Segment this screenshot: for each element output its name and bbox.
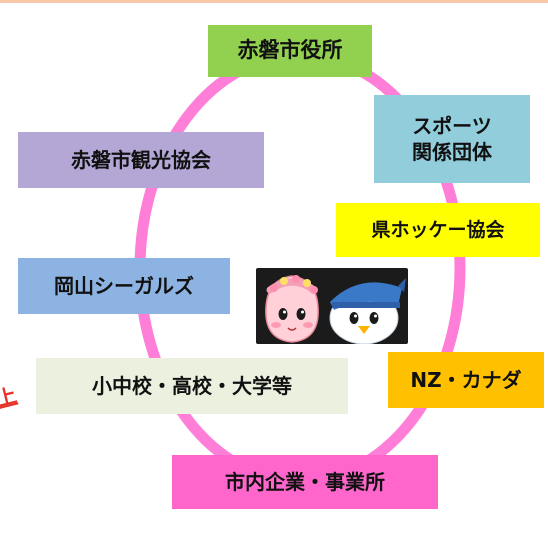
node-city-hall: 赤磐市役所: [208, 25, 372, 77]
node-sports-label-line1: スポーツ: [412, 114, 492, 138]
node-hockey-association: 県ホッケー協会: [336, 203, 540, 257]
node-schools: 小中校・高校・大学等: [36, 358, 348, 414]
node-schools-label: 小中校・高校・大学等: [92, 374, 292, 398]
node-sports-groups: スポーツ 関係団体: [374, 95, 530, 183]
node-hockey-label: 県ホッケー協会: [371, 218, 505, 241]
node-nz-canada-label: NZ・カナダ: [410, 368, 522, 392]
node-nz-canada: NZ・カナダ: [388, 352, 544, 408]
node-okayama-seagulls: 岡山シーガルズ: [18, 258, 230, 314]
node-local-companies: 市内企業・事業所: [172, 455, 438, 509]
node-sports-label-line2: 関係団体: [412, 140, 492, 164]
node-tourism-association: 赤磐市観光協会: [18, 132, 264, 188]
bird-mascot-icon: [329, 278, 406, 344]
node-seagulls-label: 岡山シーガルズ: [54, 274, 194, 298]
node-companies-label: 市内企業・事業所: [225, 470, 385, 494]
node-city-hall-label: 赤磐市役所: [237, 38, 343, 63]
peach-mascot-icon: [265, 275, 319, 343]
mascot-image: [256, 268, 408, 344]
node-tourism-label: 赤磐市観光協会: [71, 148, 211, 172]
top-divider: [0, 0, 548, 3]
